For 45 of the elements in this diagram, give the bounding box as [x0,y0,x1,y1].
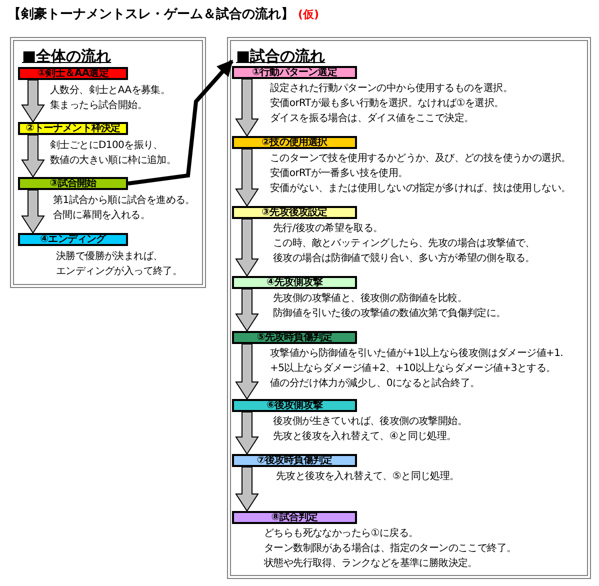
description-text: ダイスを振る場合は、ダイス値をここで決定。 [270,112,474,125]
block-arrow [235,466,259,512]
description-text: 集まったら試合開始。 [50,99,148,112]
block-arrow [235,148,259,207]
description-text: 先攻と後攻を入れ替えて、④と同じ処理。 [273,430,456,443]
block-arrow [21,80,45,123]
flow-panel [227,37,591,579]
description-text: 後攻の場合は防御値で競り合い、多い方が希望の側を取る。 [273,252,535,265]
flow-panel [10,37,206,288]
description-text: エンディングが入って終了。 [56,265,182,278]
description-text: 剣士ごとにD100を振り、 [50,139,163,152]
description-text: 後攻側が生きていれば、後攻側の攻撃開始。 [273,415,468,428]
block-arrow [235,218,259,277]
description-text: 合間に幕間を入れる。 [53,209,150,222]
description-text: 先攻側の攻撃値と、後攻側の防御値を比較。 [273,292,468,305]
description-text: 決勝で優勝が決まれば、 [56,250,163,263]
description-text: 人数分、剣士とAAを募集。 [50,84,170,97]
diagram-title: 【剣豪トーナメントスレ・ゲーム＆試合の流れ】 [8,6,294,23]
panel-heading: ■試合の流れ [236,47,326,66]
description-text: 先攻と後攻を入れ替えて、⑤と同じ処理。 [276,470,460,483]
description-text: この時、敵とバッティングしたら、先攻の場合は攻撃値で、 [273,237,535,250]
description-text: 安価orRTが一番多い技を使用。 [270,167,408,180]
description-text: +5以上ならダメージ値+2、+10以上ならダメージ値+3とする。 [270,362,556,375]
description-text: 設定された行動パターンの中から使用するものを選択。 [270,82,513,95]
block-arrow [235,412,259,455]
description-text: 安価がない、または使用しないの指定が多ければ、技は使用しない。 [270,182,571,195]
description-text: 値の分だけ体力が減少し、0になると試合終了。 [270,377,480,390]
description-text: 安価orRTが最も多い行動を選択。なければ①を選択。 [270,97,504,110]
description-text: 状態や先行取得、ランクなどを基準に勝敗決定。 [264,557,478,570]
arrow [128,60,234,186]
block-arrow [21,134,45,178]
description-text: 数値の大きい順に枠に追加。 [50,154,176,167]
block-arrow [235,344,259,400]
description-text: このターンで技を使用するかどうか、及び、どの技を使うかの選択。 [270,152,571,165]
block-arrow [21,190,45,234]
block-arrow [235,78,259,137]
draft-note: (仮) [298,7,320,22]
block-arrow [235,288,259,332]
description-text: ターン数制限がある場合は、指定のターンのここで終了。 [264,542,516,555]
description-text: 攻撃値から防御値を引いた値が+1以上なら後攻側はダメージ値+1. [270,347,564,360]
description-text: 先行/後攻の希望を取る。 [273,222,383,235]
panel-heading: ■全体の流れ [22,47,112,66]
description-text: 第1試合から順に試合を進める。 [53,194,195,207]
description-text: 防御値を引いた後の攻撃値の数値次第で負傷判定に。 [273,307,506,320]
description-text: どちらも死ななかったら①に戻る。 [264,527,418,540]
